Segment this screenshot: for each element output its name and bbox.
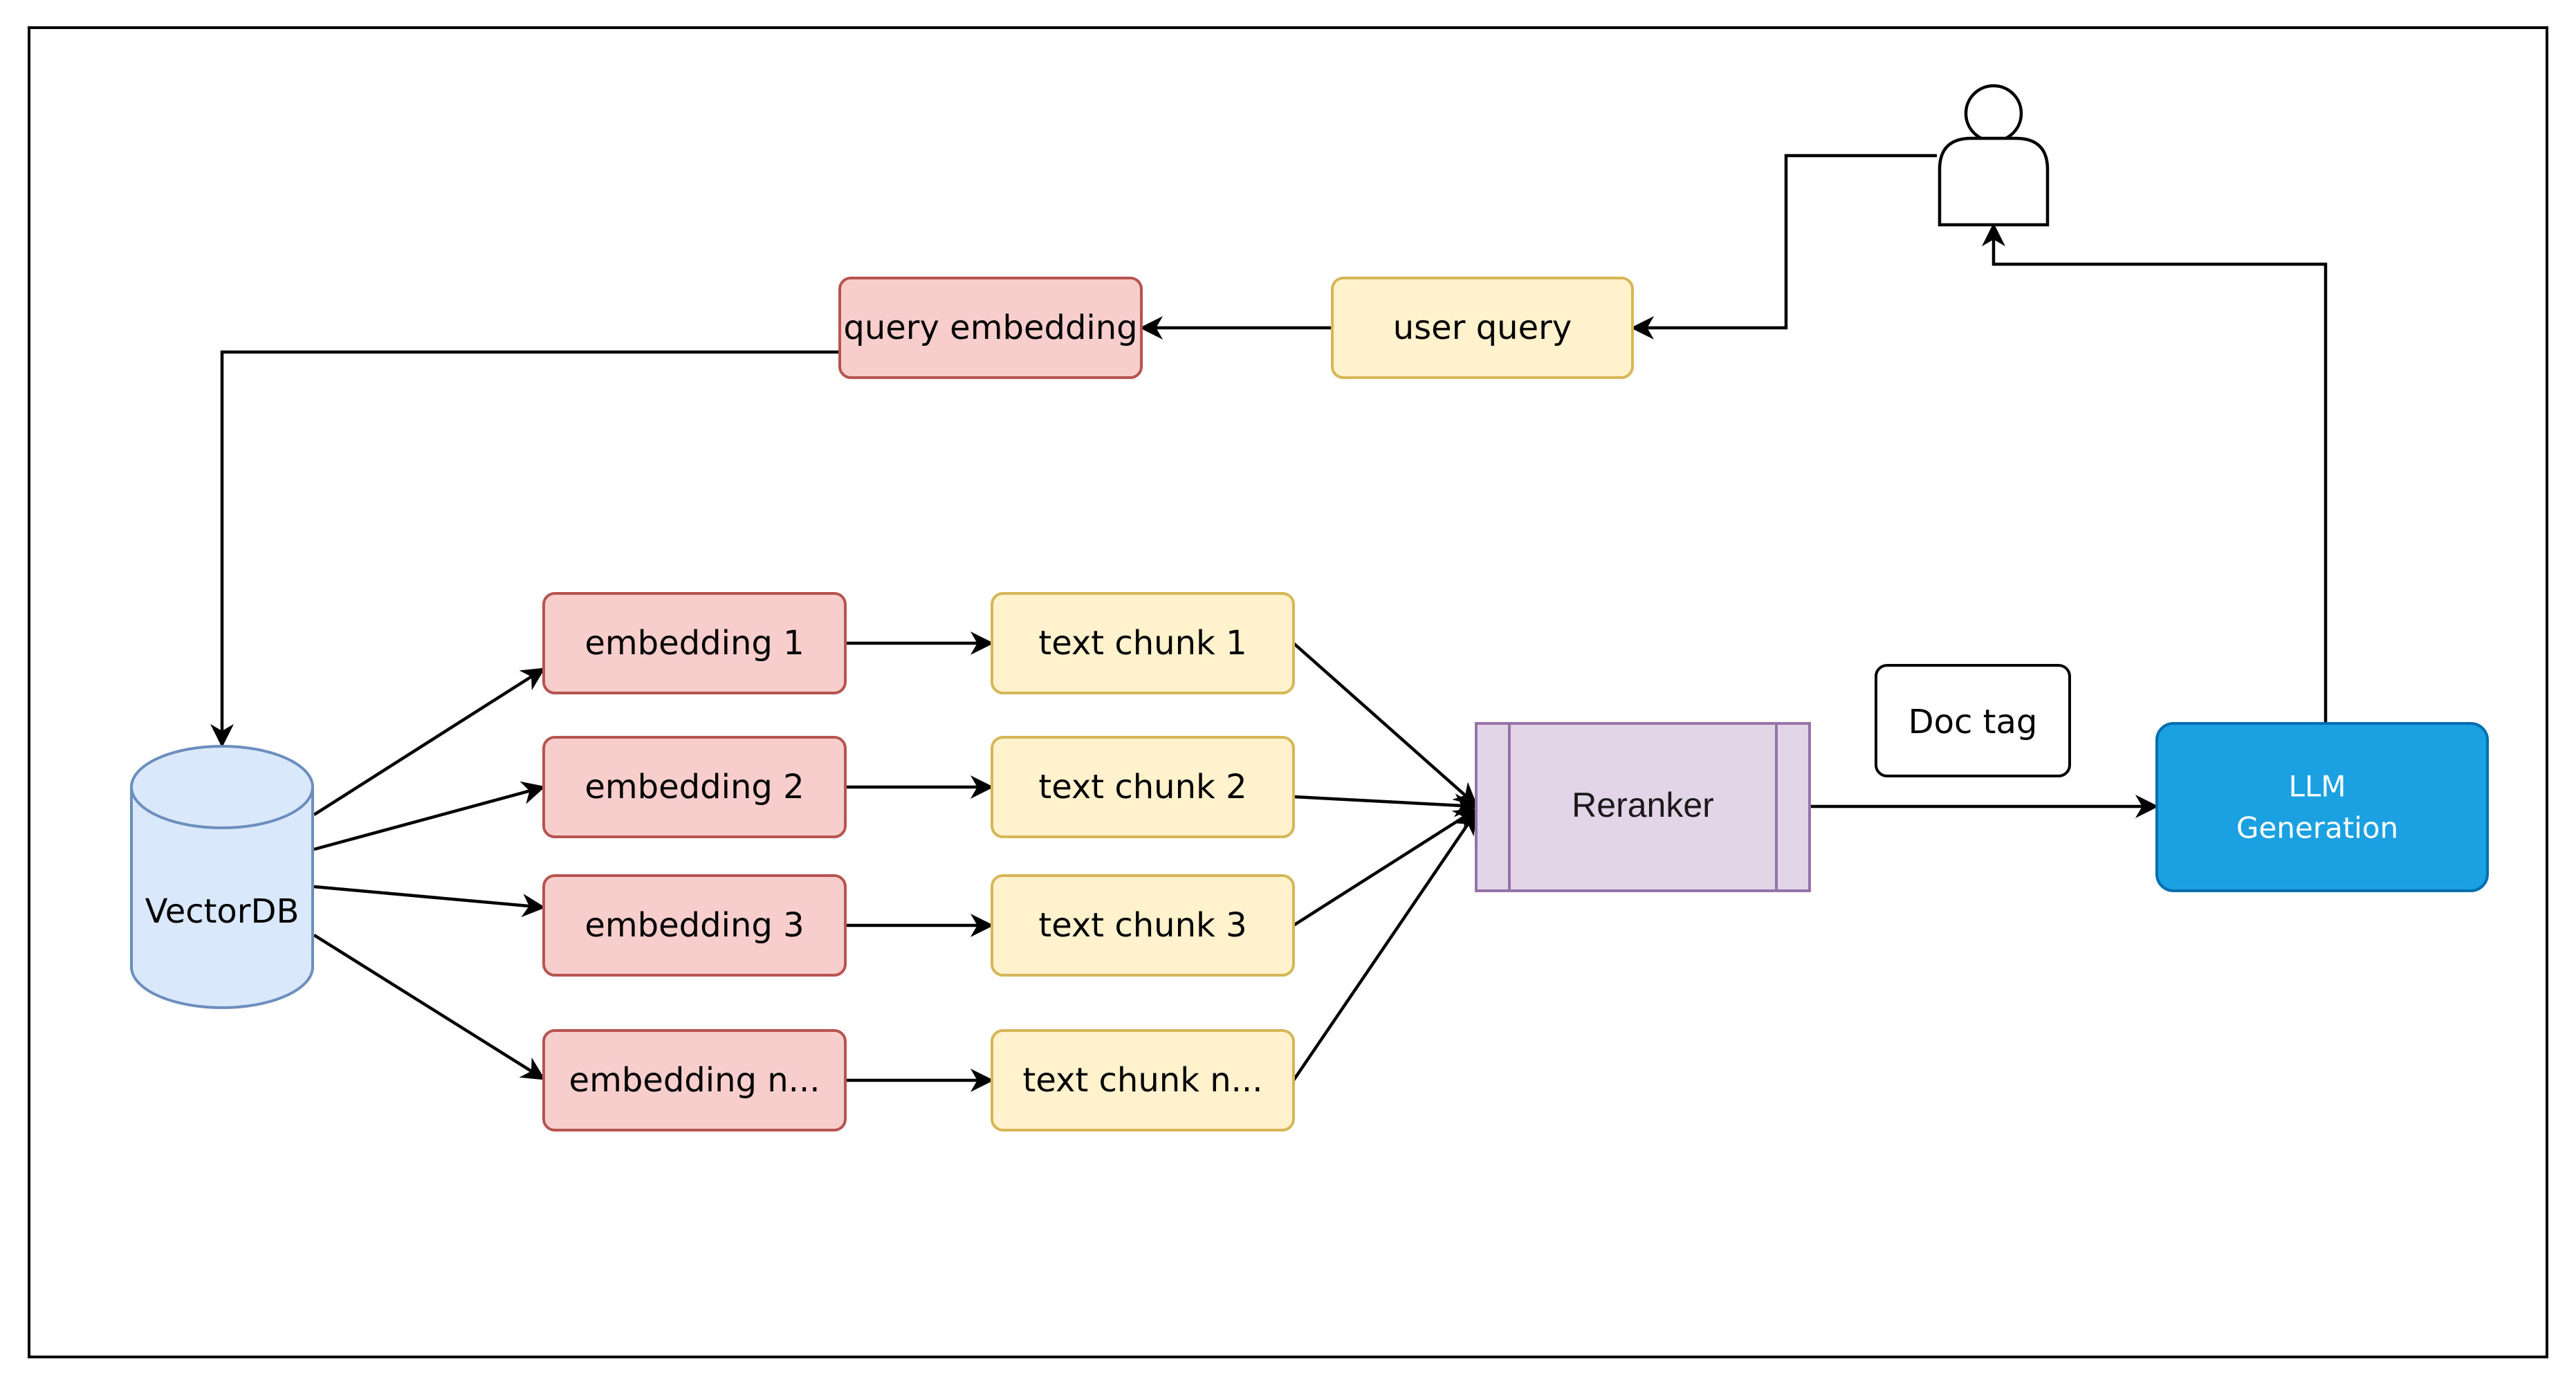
reranker-label: Reranker	[1572, 786, 1714, 824]
edge-vectordb-to-embedding-n	[313, 934, 546, 1080]
embedding-node-n: embedding n...	[542, 1029, 847, 1131]
embedding-node-1: embedding 1	[542, 592, 847, 694]
edge-chunk-1-to-reranker	[1292, 642, 1478, 806]
user-query-label: user query	[1393, 308, 1572, 347]
text-chunk-node-3: text chunk 3	[991, 874, 1295, 977]
edge-chunk-3-to-reranker	[1292, 808, 1478, 927]
vectordb-label: VectorDB	[145, 892, 300, 931]
embedding-node-3: embedding 3	[542, 874, 847, 977]
query-embedding-node: query embedding	[838, 277, 1143, 379]
user-icon	[1938, 84, 2050, 227]
text-chunk-node-n: text chunk n...	[991, 1029, 1295, 1131]
user-query-node: user query	[1331, 277, 1634, 379]
outer-frame	[28, 26, 2548, 1358]
embedding-2-label: embedding 2	[585, 768, 804, 806]
edge-chunk-2-to-reranker	[1293, 793, 1478, 817]
edge-chunk-n-to-reranker	[1292, 810, 1478, 1082]
edge-vectordb-to-embedding-3	[313, 885, 546, 918]
doc-tag-label: Doc tag	[1908, 703, 2038, 741]
llm-label-line2: Generation	[2236, 811, 2398, 845]
edge-vectordb-to-embedding-2	[313, 781, 546, 851]
embedding-3-label: embedding 3	[585, 906, 804, 945]
doc-tag-node: Doc tag	[1875, 664, 2071, 777]
embedding-1-label: embedding 1	[585, 624, 804, 663]
llm-label-line1: LLM	[2288, 770, 2346, 804]
embedding-n-label: embedding n...	[569, 1061, 820, 1100]
text-chunk-node-2: text chunk 2	[991, 736, 1295, 838]
vectordb-cylinder: VectorDB	[130, 745, 314, 1009]
llm-generation-node: LLM Generation	[2155, 722, 2489, 892]
edge-vectordb-to-embedding-1	[313, 667, 546, 816]
text-chunk-node-1: text chunk 1	[991, 592, 1295, 694]
edge-llm-to-person	[1982, 223, 2328, 723]
query-embedding-label: query embedding	[843, 308, 1137, 347]
text-chunk-2-label: text chunk 2	[1038, 768, 1246, 806]
edge-query-embedding-to-vectordb	[210, 350, 840, 748]
text-chunk-n-label: text chunk n...	[1023, 1061, 1263, 1100]
text-chunk-3-label: text chunk 3	[1038, 906, 1246, 945]
edge-person-to-user-query	[1630, 154, 1937, 340]
embedding-node-2: embedding 2	[542, 736, 847, 838]
reranker-node: Reranker	[1475, 722, 1811, 892]
text-chunk-1-label: text chunk 1	[1038, 624, 1246, 663]
